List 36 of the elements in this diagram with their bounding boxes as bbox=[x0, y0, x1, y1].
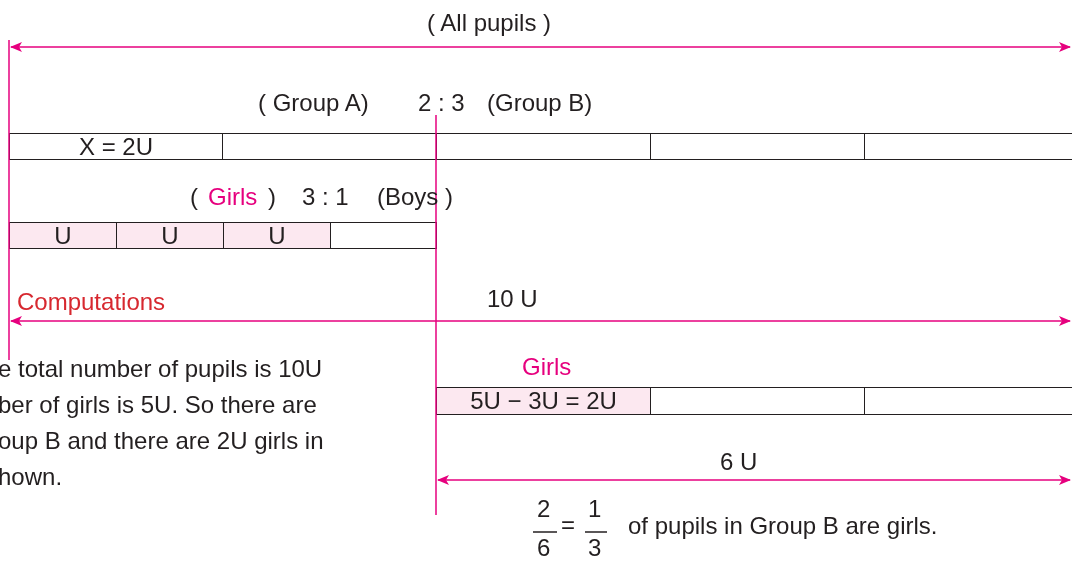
ratio-label: 2 : 3 bbox=[418, 88, 465, 118]
bar-segment-text: U bbox=[161, 223, 179, 248]
bar-segment bbox=[650, 133, 865, 160]
section-heading: Computations bbox=[17, 287, 166, 317]
fraction-numerator: 2 bbox=[537, 494, 551, 524]
ratio-label: 3 : 1 bbox=[302, 182, 349, 212]
bar-segment bbox=[864, 133, 1072, 160]
bar-segment bbox=[9, 222, 117, 249]
bracket-text: ( bbox=[190, 182, 198, 212]
bar-segment-text: U bbox=[54, 223, 72, 248]
bar-segment bbox=[222, 133, 437, 160]
category-label: Girls bbox=[208, 182, 258, 212]
bar-segment bbox=[223, 222, 331, 249]
bar-segment-text: U bbox=[268, 223, 286, 248]
category-label: Girls bbox=[522, 352, 572, 382]
dimension-label: 6 U bbox=[720, 447, 758, 477]
dimension-label: ( All pupils ) bbox=[427, 8, 552, 38]
bar-segment bbox=[650, 387, 865, 415]
group-label: (Group B) bbox=[487, 88, 593, 118]
fraction-numerator: 1 bbox=[588, 494, 602, 524]
bar-segment-text: X = 2U bbox=[78, 134, 153, 159]
bar-segment-text: 5U − 3U = 2U bbox=[470, 389, 617, 413]
explanation-text: ber of girls is 5U. So there are bbox=[0, 390, 317, 420]
dimension-label: 10 U bbox=[487, 284, 538, 314]
bar-segment bbox=[864, 387, 1072, 415]
equals-sign: = bbox=[561, 510, 575, 540]
statement-text: of pupils in Group B are girls. bbox=[628, 511, 938, 541]
bar-segment bbox=[330, 222, 437, 249]
bar-segment bbox=[9, 133, 223, 160]
bracket-text: ) bbox=[268, 182, 276, 212]
explanation-text: hown. bbox=[0, 462, 63, 492]
fraction-denominator: 3 bbox=[588, 533, 602, 562]
group-label: ( Group A) bbox=[258, 88, 369, 118]
bar-segment bbox=[116, 222, 224, 249]
fraction-denominator: 6 bbox=[537, 533, 551, 562]
bar-segment bbox=[436, 133, 651, 160]
